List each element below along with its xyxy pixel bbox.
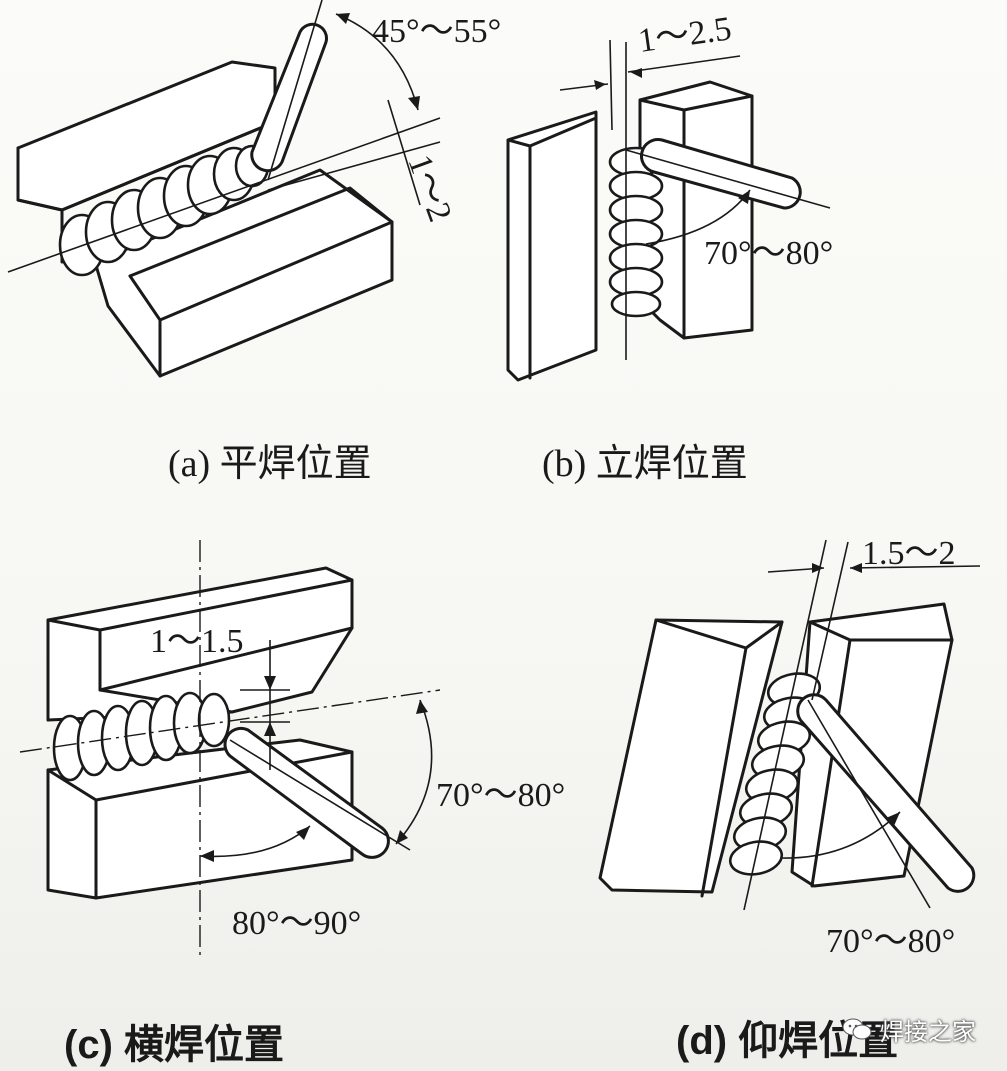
- panel-a-flat-welding: [7, 0, 441, 378]
- panel-b-vertical-welding: [506, 39, 831, 382]
- panel-c-caption: (c) 横焊位置: [64, 1023, 284, 1067]
- panel-a-caption: (a) 平焊位置: [168, 443, 372, 485]
- panel-d-overhead-welding: [598, 539, 981, 911]
- wechat-icon: [842, 1018, 872, 1040]
- panel-b-caption: (b) 立焊位置: [542, 443, 748, 485]
- panel-c-electrode-rod: [223, 726, 390, 859]
- panel-a-front-plate: [93, 168, 394, 378]
- panel-d-gap-label: 1.5～2: [862, 535, 956, 572]
- panel-b-gap-label: 1～2.5: [636, 10, 734, 60]
- watermark-text: 焊接之家: [880, 1017, 976, 1046]
- panel-d-electrode-rod: [796, 693, 976, 893]
- panel-a-angle-label: 45°～55°: [372, 13, 501, 50]
- panel-b-left-plate: [506, 110, 598, 382]
- panel-d-left-plate: [598, 618, 784, 894]
- watermark: 焊接之家: [842, 1008, 1007, 1050]
- panel-a-electrode-rod: [250, 22, 328, 173]
- panel-c-gap-label: 1～1.5: [150, 623, 244, 660]
- panel-c-vertical-angle-label: 70°～80°: [436, 777, 565, 814]
- panel-c-weld-bead: [52, 691, 231, 782]
- panel-b-electrode-rod: [640, 138, 802, 210]
- panel-a-weld-bead: [58, 144, 270, 277]
- panel-a-gap-label: 1～2: [400, 150, 458, 227]
- panel-c-upper-plate: [46, 566, 354, 722]
- panel-d-weld-bead: [728, 672, 822, 876]
- panel-d-angle-label: 70°～80°: [826, 923, 955, 960]
- panel-c-horizontal-angle-label: 80°～90°: [232, 905, 361, 942]
- panel-b-angle-label: 70°～80°: [704, 235, 833, 272]
- panel-c-horizontal-welding: [19, 540, 441, 960]
